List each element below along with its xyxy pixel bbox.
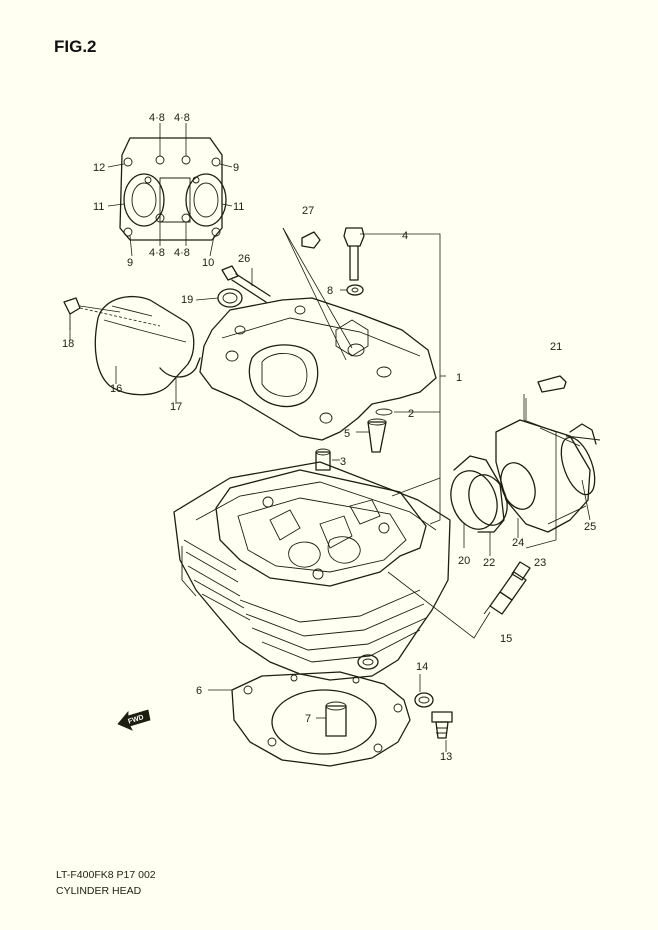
callout-11-left: 11 xyxy=(93,201,104,213)
head-bolt-and-washer xyxy=(282,227,365,361)
callout-27: 27 xyxy=(302,205,314,217)
forward-direction-arrow: FWD xyxy=(117,709,151,731)
callout-5: 5 xyxy=(344,428,350,440)
callout-21: 21 xyxy=(550,341,562,353)
bolt-pattern-inset xyxy=(107,123,233,257)
callout-4-8-bottom-left: 4·8 xyxy=(149,247,165,259)
callout-6: 6 xyxy=(196,685,202,697)
callout-24: 24 xyxy=(512,537,524,549)
model-code: LT-F400FK8 P17 002 xyxy=(56,869,156,881)
ignition-coil xyxy=(63,296,201,396)
cylinder-head xyxy=(173,461,451,681)
fwd-label: FWD xyxy=(127,714,144,726)
callout-25: 25 xyxy=(584,521,596,533)
dowel-pin-and-guide xyxy=(315,408,393,471)
figure-title: FIG.2 xyxy=(54,37,97,56)
head-gasket xyxy=(231,671,411,767)
callout-20: 20 xyxy=(458,555,470,567)
callout-4: 4 xyxy=(402,230,408,242)
callout-4-8-bottom-right: 4·8 xyxy=(174,247,190,259)
callout-9-right: 9 xyxy=(233,162,239,174)
intake-pipe-assembly xyxy=(450,375,601,533)
callout-12: 12 xyxy=(93,162,105,174)
oil-plug-and-gasket xyxy=(414,692,453,739)
spark-plug xyxy=(483,561,531,615)
callout-7: 7 xyxy=(305,713,311,725)
callout-3: 3 xyxy=(340,456,346,468)
callout-2: 2 xyxy=(408,408,414,420)
callout-17: 17 xyxy=(170,401,182,413)
callout-11-right: 11 xyxy=(233,201,244,213)
callout-1: 1 xyxy=(456,372,462,384)
callout-labels: 4·8 4·8 12 9 11 11 4·8 4·8 9 10 27 4 26 … xyxy=(62,112,596,763)
callout-14: 14 xyxy=(416,661,428,673)
callout-4-8-top-left: 4·8 xyxy=(149,112,165,124)
callout-22: 22 xyxy=(483,557,495,569)
callout-18: 18 xyxy=(62,338,74,350)
cylinder-head-cover xyxy=(199,297,437,441)
callout-19: 19 xyxy=(181,294,193,306)
callout-10: 10 xyxy=(202,257,214,269)
diagram-caption: CYLINDER HEAD xyxy=(56,885,142,897)
callout-8: 8 xyxy=(327,285,333,297)
callout-9-bottom: 9 xyxy=(127,257,133,269)
callout-13: 13 xyxy=(440,751,452,763)
callout-23: 23 xyxy=(534,557,546,569)
callout-15: 15 xyxy=(500,633,512,645)
oil-seal-and-bolt xyxy=(217,265,271,308)
leader-lines xyxy=(69,233,591,752)
callout-4-8-top-right: 4·8 xyxy=(174,112,190,124)
callout-26: 26 xyxy=(238,253,250,265)
callout-16: 16 xyxy=(110,383,122,395)
